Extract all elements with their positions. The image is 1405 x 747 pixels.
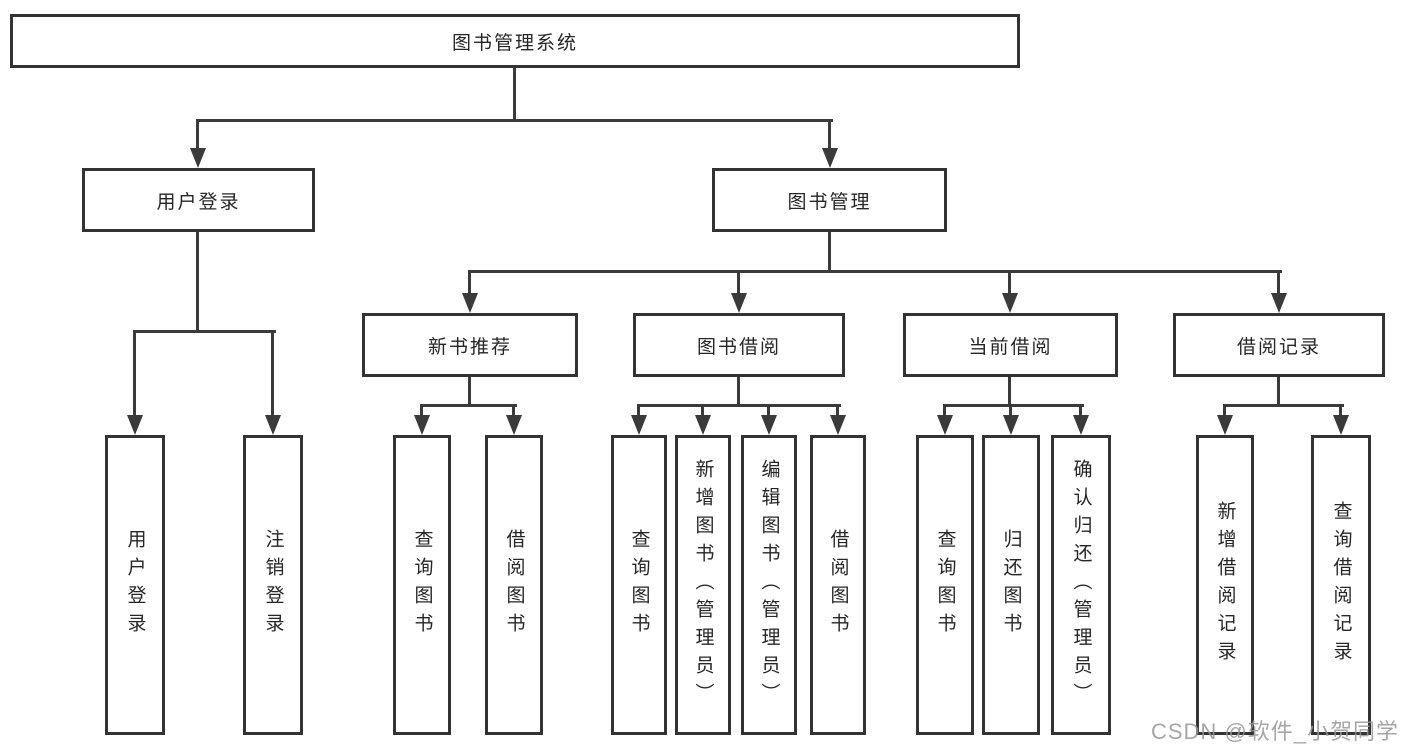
connector-newbook-rail <box>420 404 517 407</box>
arrowhead-down-icon <box>937 415 953 435</box>
connector-borrow-rail <box>637 404 841 407</box>
node-borrow-records-label: 借阅记录 <box>1236 336 1321 358</box>
leaf-records-add-label: 新增借阅记录 <box>1214 501 1236 669</box>
arrowhead-down-icon <box>1073 415 1089 435</box>
leaf-current-query: 查询图书 <box>916 435 974 735</box>
csdn-watermark: CSDN @软件_小贺同学 <box>1150 719 1399 744</box>
leaf-borrow-borrow: 借阅图书 <box>810 435 866 735</box>
arrowhead-down-icon <box>1002 293 1018 313</box>
connector-drop-leaf <box>271 330 274 417</box>
node-book-mgmt-label: 图书管理 <box>787 191 872 213</box>
arrowhead-down-icon <box>265 415 281 435</box>
leaf-borrow-add-admin-label: 新增图书（管理员） <box>692 459 714 711</box>
leaf-current-confirm-admin: 确认归还（管理员） <box>1051 435 1111 735</box>
node-book-mgmt: 图书管理 <box>712 168 947 232</box>
arrowhead-down-icon <box>695 415 711 435</box>
leaf-newbook-borrow: 借阅图书 <box>485 435 543 735</box>
leaf-logout: 注销登录 <box>243 435 303 735</box>
leaf-current-confirm-admin-label: 确认归还（管理员） <box>1070 459 1092 711</box>
node-root: 图书管理系统 <box>10 14 1020 68</box>
leaf-user-login: 用户登录 <box>105 435 165 735</box>
connector-root-rail <box>196 119 833 122</box>
connector-drop-borrow <box>737 270 740 295</box>
leaf-borrow-edit-admin-label: 编辑图书（管理员） <box>758 459 780 711</box>
connector-drop-leaf <box>420 404 423 418</box>
connector-userlogin-rail <box>133 330 276 333</box>
leaf-borrow-edit-admin: 编辑图书（管理员） <box>741 435 797 735</box>
leaf-current-return: 归还图书 <box>982 435 1040 735</box>
leaf-newbook-query: 查询图书 <box>393 435 451 735</box>
connector-current-rail <box>943 404 1084 407</box>
connector-drop-records <box>1277 270 1280 295</box>
leaf-newbook-query-label: 查询图书 <box>411 529 433 641</box>
arrowhead-down-icon <box>127 415 143 435</box>
leaf-records-query: 查询借阅记录 <box>1311 435 1371 735</box>
connector-records-rail <box>1223 404 1344 407</box>
arrowhead-down-icon <box>761 415 777 435</box>
connector-drop-leaf <box>512 404 515 418</box>
leaf-user-login-label: 用户登录 <box>124 529 146 641</box>
node-user-login-label: 用户登录 <box>156 191 241 213</box>
leaf-records-add: 新增借阅记录 <box>1196 435 1254 735</box>
arrowhead-down-icon <box>731 293 747 313</box>
arrowhead-down-icon <box>414 415 430 435</box>
arrowhead-down-icon <box>631 415 647 435</box>
leaf-current-return-label: 归还图书 <box>1000 529 1022 641</box>
arrowhead-down-icon <box>506 415 522 435</box>
leaf-borrow-add-admin: 新增图书（管理员） <box>675 435 731 735</box>
connector-current-stem <box>1008 377 1011 407</box>
leaf-newbook-borrow-label: 借阅图书 <box>503 529 525 641</box>
node-user-login: 用户登录 <box>82 168 315 232</box>
connector-drop-leaf <box>943 404 946 418</box>
node-borrow-records: 借阅记录 <box>1173 313 1385 377</box>
arrowhead-down-icon <box>830 415 846 435</box>
leaf-borrow-query-label: 查询图书 <box>628 529 650 641</box>
arrowhead-down-icon <box>822 148 838 168</box>
connector-drop-leaf <box>767 404 770 418</box>
connector-records-stem <box>1277 377 1280 407</box>
arrowhead-down-icon <box>1271 293 1287 313</box>
connector-userlogin-stem <box>196 232 199 333</box>
connector-root-stem <box>513 68 516 121</box>
connector-drop-book-mgmt <box>828 119 831 151</box>
connector-borrow-stem <box>737 377 740 407</box>
leaf-logout-label: 注销登录 <box>262 529 284 641</box>
connector-drop-leaf <box>1079 404 1082 418</box>
connector-drop-current <box>1008 270 1011 295</box>
arrowhead-down-icon <box>462 293 478 313</box>
connector-drop-leaf <box>1339 404 1342 418</box>
connector-drop-leaf <box>836 404 839 418</box>
connector-newbook-stem <box>468 377 471 407</box>
connector-drop-newbook <box>468 270 471 295</box>
node-root-label: 图书管理系统 <box>451 32 578 54</box>
connector-drop-leaf <box>133 330 136 417</box>
leaf-current-query-label: 查询图书 <box>934 529 956 641</box>
connector-drop-leaf <box>701 404 704 418</box>
connector-drop-leaf <box>637 404 640 418</box>
node-new-book-recommend-label: 新书推荐 <box>427 336 512 358</box>
connector-drop-leaf <box>1223 404 1226 418</box>
node-book-borrow: 图书借阅 <box>633 313 845 377</box>
connector-drop-user-login <box>196 119 199 151</box>
connector-bookmgmt-stem <box>828 232 831 273</box>
node-new-book-recommend: 新书推荐 <box>362 313 578 377</box>
connector-bookmgmt-rail <box>468 270 1282 273</box>
arrowhead-down-icon <box>1217 415 1233 435</box>
node-current-borrow-label: 当前借阅 <box>968 336 1053 358</box>
connector-drop-leaf <box>1009 404 1012 418</box>
arrowhead-down-icon <box>190 148 206 168</box>
leaf-records-query-label: 查询借阅记录 <box>1330 501 1352 669</box>
arrowhead-down-icon <box>1333 415 1349 435</box>
leaf-borrow-query: 查询图书 <box>611 435 667 735</box>
leaf-borrow-borrow-label: 借阅图书 <box>827 529 849 641</box>
arrowhead-down-icon <box>1003 415 1019 435</box>
node-current-borrow: 当前借阅 <box>903 313 1118 377</box>
node-book-borrow-label: 图书借阅 <box>696 336 781 358</box>
